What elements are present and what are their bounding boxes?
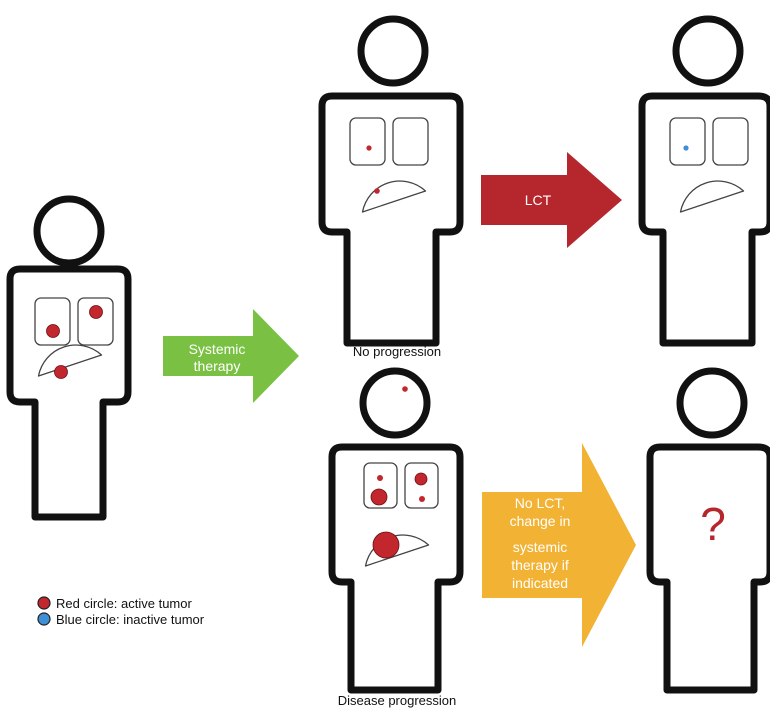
lct-arrow: LCT <box>481 152 622 248</box>
left-lung <box>349 117 386 166</box>
right-lung <box>712 117 749 166</box>
systemic-therapy-arrow: Systemic therapy <box>163 309 299 403</box>
blue-circle-icon <box>37 612 51 626</box>
arrow-label: Systemic <box>189 341 246 357</box>
figure-head <box>359 367 431 439</box>
patient-figure-unknown: ? <box>646 367 770 694</box>
active-tumor <box>370 488 388 506</box>
inactive-tumor <box>683 145 689 151</box>
active-tumor <box>377 475 383 481</box>
patient-figure-progression <box>328 367 464 694</box>
figure-head <box>676 367 748 439</box>
active-tumor <box>46 324 60 338</box>
liver <box>679 180 745 213</box>
caption-no-progression: No progression <box>353 344 441 359</box>
arrow-label: No LCT, <box>515 495 566 511</box>
legend-label: Red circle: active tumor <box>56 596 192 611</box>
left-lung <box>669 117 706 166</box>
arrow-label: therapy if <box>511 557 569 573</box>
figure-body <box>646 443 770 694</box>
arrow-shape <box>163 309 299 403</box>
patient-figure-baseline <box>6 195 132 521</box>
arrow-label: systemic <box>513 539 567 555</box>
arrow-label: change in <box>510 513 571 529</box>
figure-body <box>638 92 770 347</box>
no-lct-arrow: No LCT, change in systemic therapy if in… <box>482 443 636 647</box>
active-tumor <box>419 496 425 502</box>
right-lung <box>77 297 114 346</box>
right-lung <box>392 117 429 166</box>
active-tumor <box>414 472 428 486</box>
left-lung <box>34 297 71 346</box>
right-lung <box>404 462 439 509</box>
legend-item-active: Red circle: active tumor <box>37 596 192 611</box>
liver <box>37 344 103 377</box>
figure-head <box>672 15 744 87</box>
active-tumor <box>372 531 400 559</box>
active-tumor <box>366 145 372 151</box>
active-tumor <box>402 386 408 392</box>
arrow-shape <box>481 152 622 248</box>
arrow-label: LCT <box>525 192 552 208</box>
figure-head <box>357 15 429 87</box>
arrow-label: indicated <box>512 575 568 591</box>
figure-head <box>33 195 105 267</box>
figure-body <box>318 92 464 347</box>
patient-figure-after-lct <box>638 15 770 347</box>
active-tumor <box>89 305 103 319</box>
legend: Red circle: active tumor Blue circle: in… <box>37 596 205 627</box>
question-mark: ? <box>700 498 726 550</box>
arrow-shape <box>482 443 636 647</box>
legend-item-inactive: Blue circle: inactive tumor <box>37 612 205 627</box>
red-circle-icon <box>37 596 51 610</box>
active-tumor <box>374 188 380 194</box>
legend-label: Blue circle: inactive tumor <box>56 612 205 627</box>
patient-figure-no-progression <box>318 15 464 347</box>
arrow-label: therapy <box>194 358 241 374</box>
caption-disease-progression: Disease progression <box>338 693 457 708</box>
active-tumor <box>54 365 68 379</box>
